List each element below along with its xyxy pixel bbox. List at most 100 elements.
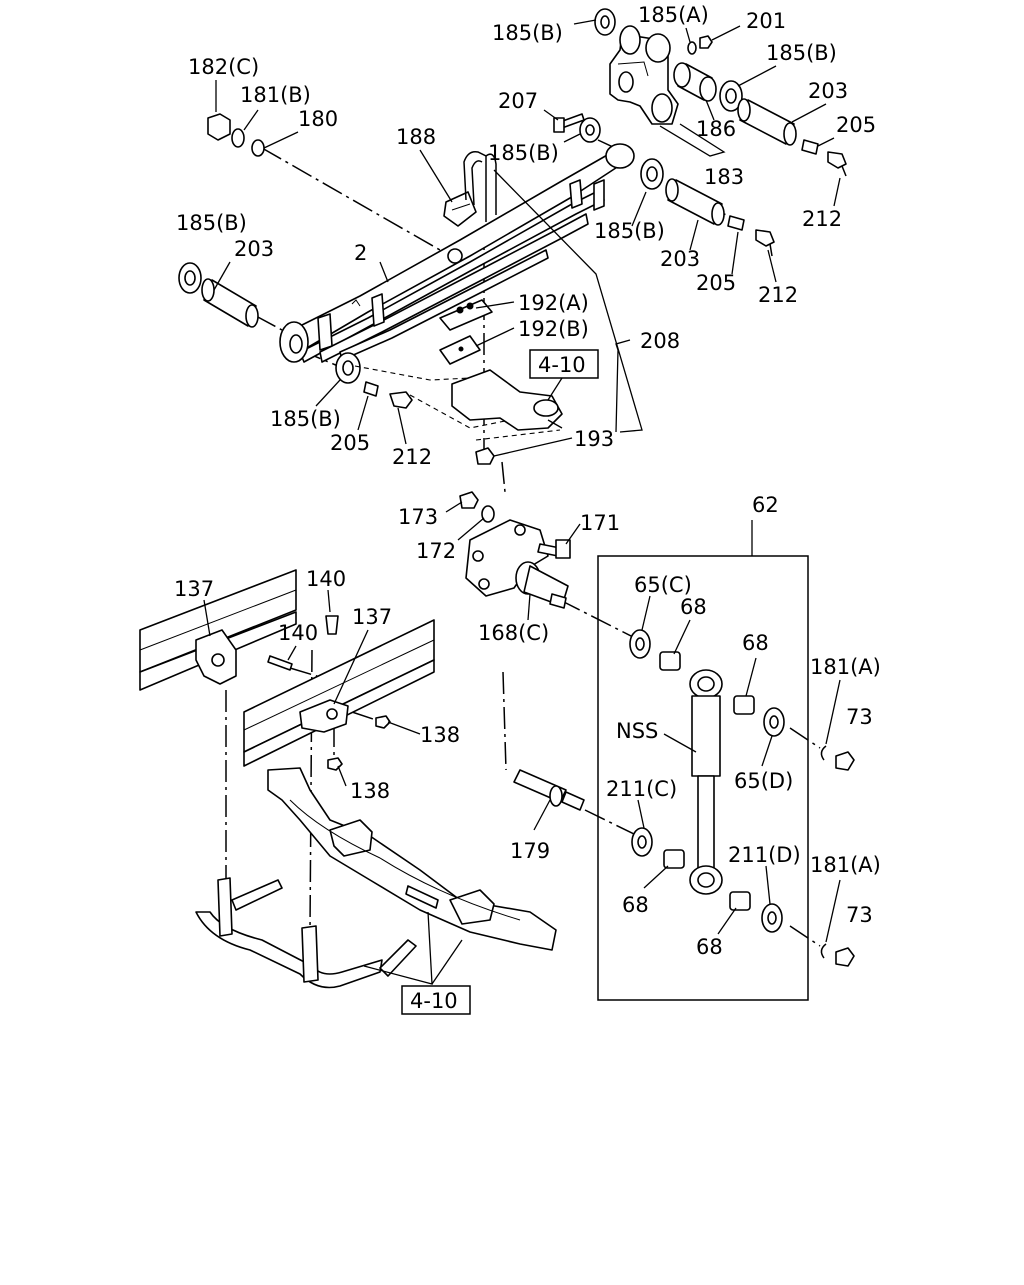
- grease-fitting-205-top: [801, 139, 819, 155]
- callout-185b: 185(B): [594, 219, 665, 243]
- callout-212: 212: [758, 283, 798, 307]
- bushings-68-65: [629, 629, 785, 933]
- callout-205: 205: [696, 271, 736, 295]
- spring-center-bolt-188: [443, 191, 477, 227]
- callout-labels: 185(B) 185(A) 201 185(B) 182(C) 181(B) 1…: [174, 3, 881, 1013]
- callout-185b: 185(B): [492, 21, 563, 45]
- callout-nss: NSS: [616, 719, 658, 743]
- callout-203: 203: [234, 237, 274, 261]
- stabilizer-bracket-137-right: [299, 699, 349, 733]
- washer-185b-lower-left: [335, 352, 361, 384]
- callout-140: 140: [306, 567, 346, 591]
- washer-185b-top: [594, 8, 616, 36]
- washer-185b-mid: [579, 117, 601, 143]
- callout-201: 201: [746, 9, 786, 33]
- callout-172: 172: [416, 539, 456, 563]
- stabilizer-bracket-137-left: [195, 629, 237, 685]
- callout-137: 137: [174, 577, 214, 601]
- callout-62: 62: [752, 493, 779, 517]
- nut-193: [475, 447, 495, 465]
- washer-172-nut-173: [459, 491, 495, 523]
- callout-203: 203: [808, 79, 848, 103]
- plate-192b: [439, 335, 481, 365]
- callout-211d: 211(D): [728, 843, 801, 867]
- callout-185b: 185(B): [270, 407, 341, 431]
- shock-absorber-box: [597, 520, 809, 1001]
- leaf-spring: [279, 143, 635, 363]
- callout-193: 193: [574, 427, 614, 451]
- callout-185a: 185(A): [638, 3, 709, 27]
- pin-203-left: [201, 278, 259, 328]
- callout-168c: 168(C): [478, 621, 549, 645]
- lower-pin-179: [513, 769, 585, 811]
- callout-65d: 65(D): [734, 769, 793, 793]
- washer-185b-left: [178, 262, 202, 294]
- bolt-171: [537, 539, 571, 559]
- callout-2: 2: [354, 241, 367, 265]
- bushing-186: [673, 62, 717, 102]
- callout-186: 186: [696, 117, 736, 141]
- callout-180: 180: [298, 107, 338, 131]
- pin-203-right: [665, 178, 725, 226]
- pin-203-top: [737, 98, 797, 146]
- callout-185b: 185(B): [766, 41, 837, 65]
- clips-and-nuts-181a-73: [820, 745, 855, 967]
- grease-nipple-212-top: [827, 151, 847, 177]
- callout-182c: 182(C): [188, 55, 259, 79]
- callout-205: 205: [836, 113, 876, 137]
- shackle-bracket: [609, 25, 679, 125]
- callout-208: 208: [640, 329, 680, 353]
- callout-203: 203: [660, 247, 700, 271]
- callout-73: 73: [846, 705, 873, 729]
- washer-185b-right: [719, 80, 743, 112]
- grease-nipple-212-left: [389, 391, 413, 409]
- lock-washer-185a: [687, 41, 697, 55]
- callout-205: 205: [330, 431, 370, 455]
- callout-211c: 211(C): [606, 777, 677, 801]
- nut-201: [699, 35, 713, 49]
- callout-183: 183: [704, 165, 744, 189]
- callout-192a: 192(A): [518, 291, 589, 315]
- u-bolt-208: [463, 150, 497, 222]
- leader-lines: [203, 19, 841, 985]
- callout-192b: 192(B): [518, 317, 589, 341]
- axle-pad-hidden: [354, 365, 563, 441]
- callout-68: 68: [680, 595, 707, 619]
- callout-171: 171: [580, 511, 620, 535]
- callout-65c: 65(C): [634, 573, 692, 597]
- grease-fitting-205-right: [727, 215, 745, 231]
- callout-68: 68: [696, 935, 723, 959]
- callout-181a: 181(A): [810, 853, 881, 877]
- reference-boxes: [401, 349, 599, 1015]
- callout-138: 138: [420, 723, 460, 747]
- callout-188: 188: [396, 125, 436, 149]
- stabilizer-bar: [195, 877, 439, 989]
- callout-73: 73: [846, 903, 873, 927]
- pin-168c: [549, 593, 567, 609]
- front-axle: [267, 767, 557, 951]
- grease-fitting-205-left: [363, 381, 379, 397]
- callout-140: 140: [278, 621, 318, 645]
- callout-179: 179: [510, 839, 550, 863]
- callout-137: 137: [352, 605, 392, 629]
- callout-173: 173: [398, 505, 438, 529]
- callout-207: 207: [498, 89, 538, 113]
- callout-181a: 181(A): [810, 655, 881, 679]
- washer-185b-right-mid: [640, 158, 664, 190]
- callout-68: 68: [742, 631, 769, 655]
- washers-182c-181b-180: [207, 113, 265, 157]
- callout-185b: 185(B): [176, 211, 247, 235]
- shock-absorber-nss: [689, 669, 723, 895]
- callout-181b: 181(B): [240, 83, 311, 107]
- callout-68: 68: [622, 893, 649, 917]
- callout-185b: 185(B): [488, 141, 559, 165]
- callout-138: 138: [350, 779, 390, 803]
- callout-212: 212: [392, 445, 432, 469]
- grease-nipple-212-right: [755, 229, 775, 257]
- shock-bracket: [465, 519, 569, 607]
- callout-212: 212: [802, 207, 842, 231]
- reference-4-10-upper[interactable]: 4-10: [538, 353, 586, 377]
- reference-4-10-lower[interactable]: 4-10: [410, 989, 458, 1013]
